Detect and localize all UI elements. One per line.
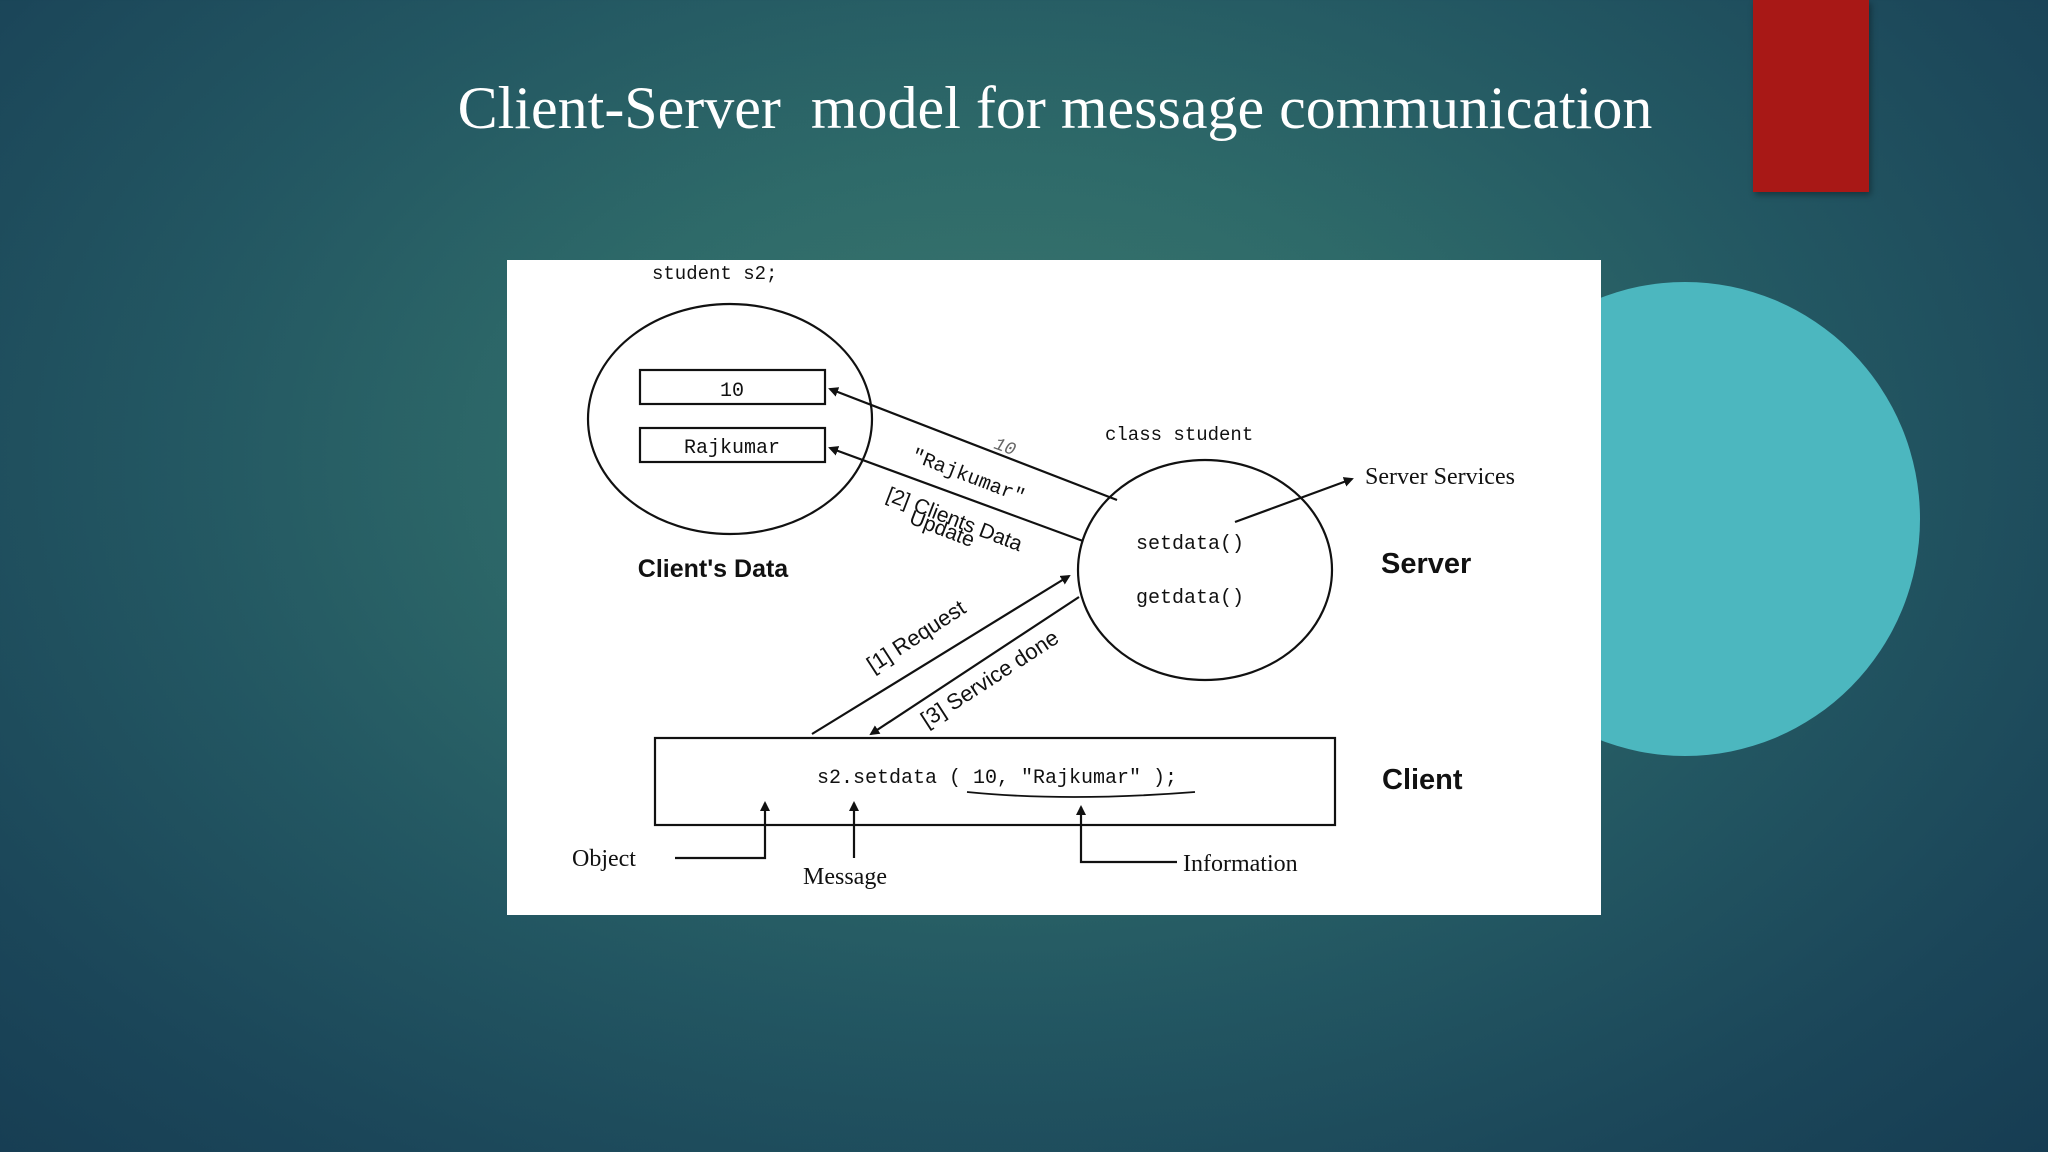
- information-label: Information: [1183, 851, 1298, 877]
- return-arrow-value2: [828, 446, 1084, 543]
- client-caption: Client: [1382, 764, 1463, 796]
- object-pointer-arrow: [675, 801, 770, 860]
- server-circle: [1076, 458, 1334, 682]
- client-data-caption: Client's Data: [638, 555, 790, 583]
- message-label: Message: [803, 864, 887, 890]
- server-method-setdata: setdata(): [1136, 533, 1244, 556]
- declaration-label: student s2;: [652, 263, 777, 285]
- client-value-box-2: [638, 426, 827, 464]
- request-label: [1] Request: [862, 595, 970, 677]
- client-data-circle: [586, 302, 874, 536]
- red-accent-tab: [1753, 0, 1869, 192]
- client-statement-box: [653, 736, 1337, 827]
- client-server-diagram: student s2; 10 Rajkumar Client's Data cl…: [507, 260, 1601, 915]
- server-class-label: class student: [1105, 424, 1253, 446]
- client-statement: s2.setdata ( 10, "Rajkumar" );: [817, 767, 1177, 790]
- server-caption: Server: [1381, 548, 1471, 580]
- object-label: Object: [572, 846, 636, 872]
- server-services-arrow: [1234, 477, 1354, 524]
- return-arrow-value1: [828, 387, 1118, 502]
- server-services-label: Server Services: [1365, 464, 1515, 490]
- information-pointer-arrow: [1076, 805, 1177, 864]
- client-value-1: 10: [720, 380, 744, 403]
- service-done-label: [3] Service done: [916, 625, 1063, 733]
- client-value-box-1: [638, 368, 827, 406]
- client-value-2: Rajkumar: [684, 437, 780, 460]
- return-label-value1: 10: [991, 435, 1018, 461]
- diagram-canvas: student s2; 10 Rajkumar Client's Data cl…: [572, 263, 1515, 890]
- information-brace: [966, 791, 1196, 798]
- service-done-arrow: [869, 596, 1080, 736]
- server-method-getdata: getdata(): [1136, 587, 1244, 610]
- request-arrow: [811, 574, 1071, 735]
- slide-title: Client-Server model for message communic…: [457, 75, 1653, 141]
